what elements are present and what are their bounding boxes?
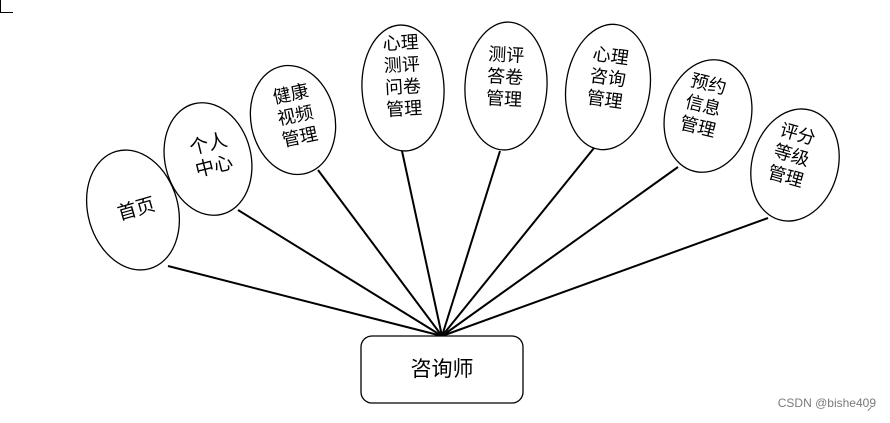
node-module-7: 预约信息管理 bbox=[663, 59, 753, 173]
label-line-module-4-2: 测评 bbox=[383, 54, 420, 77]
ellipse-module-3 bbox=[249, 64, 337, 176]
root-label: 咨询师 bbox=[411, 357, 474, 381]
label-line-module-4-4: 管理 bbox=[386, 98, 423, 121]
root-box bbox=[360, 335, 524, 404]
ellipse-module-8 bbox=[750, 108, 840, 222]
cursor-icon: ⸝ bbox=[867, 402, 872, 413]
link-module-7 bbox=[441, 166, 679, 337]
label-line-module-5-2: 答卷 bbox=[487, 66, 524, 89]
node-module-5: 测评答卷管理 bbox=[464, 21, 548, 151]
label-module-3: 健康视频管理 bbox=[271, 81, 320, 152]
node-module-2: 个人中心 bbox=[163, 102, 253, 216]
node-module-8: 评分等级管理 bbox=[750, 108, 840, 222]
label-line-module-6-3: 管理 bbox=[585, 87, 624, 113]
label-module-4: 心理测评问卷管理 bbox=[382, 32, 423, 121]
label-module-6: 心理咨询管理 bbox=[585, 44, 630, 113]
node-module-4: 心理测评问卷管理 bbox=[361, 24, 445, 152]
label-module-7: 预约信息管理 bbox=[678, 70, 729, 142]
root-node: 咨询师 bbox=[360, 335, 524, 404]
ellipse-module-5 bbox=[464, 21, 548, 151]
link-module-4 bbox=[401, 150, 443, 337]
node-module-1: 首页 bbox=[85, 149, 181, 271]
label-line-module-6-2: 咨询 bbox=[588, 65, 627, 91]
link-module-8 bbox=[441, 217, 769, 337]
ellipse-module-2 bbox=[163, 102, 253, 216]
link-module-3 bbox=[317, 169, 443, 337]
label-line-module-4-1: 心理 bbox=[382, 32, 419, 55]
label-line-module-5-3: 管理 bbox=[485, 88, 522, 111]
label-module-5: 测评答卷管理 bbox=[485, 44, 524, 111]
ellipse-module-1 bbox=[85, 149, 181, 271]
node-module-3: 健康视频管理 bbox=[249, 64, 337, 176]
link-module-5 bbox=[441, 150, 501, 337]
label-line-module-5-1: 测评 bbox=[488, 44, 525, 67]
corner-mark bbox=[0, 0, 13, 13]
ellipse-module-4 bbox=[361, 24, 445, 152]
ellipse-module-7 bbox=[663, 59, 753, 173]
ellipse-module-6 bbox=[564, 23, 652, 151]
link-module-2 bbox=[237, 209, 443, 337]
label-module-8: 评分等级管理 bbox=[765, 120, 818, 192]
label-line-module-4-3: 问卷 bbox=[384, 76, 421, 99]
watermark-text: CSDN @bishe409 bbox=[777, 396, 876, 410]
link-module-1 bbox=[167, 265, 443, 337]
node-module-6: 心理咨询管理 bbox=[564, 23, 652, 151]
label-line-module-6-1: 心理 bbox=[591, 44, 630, 70]
link-module-6 bbox=[441, 147, 595, 337]
